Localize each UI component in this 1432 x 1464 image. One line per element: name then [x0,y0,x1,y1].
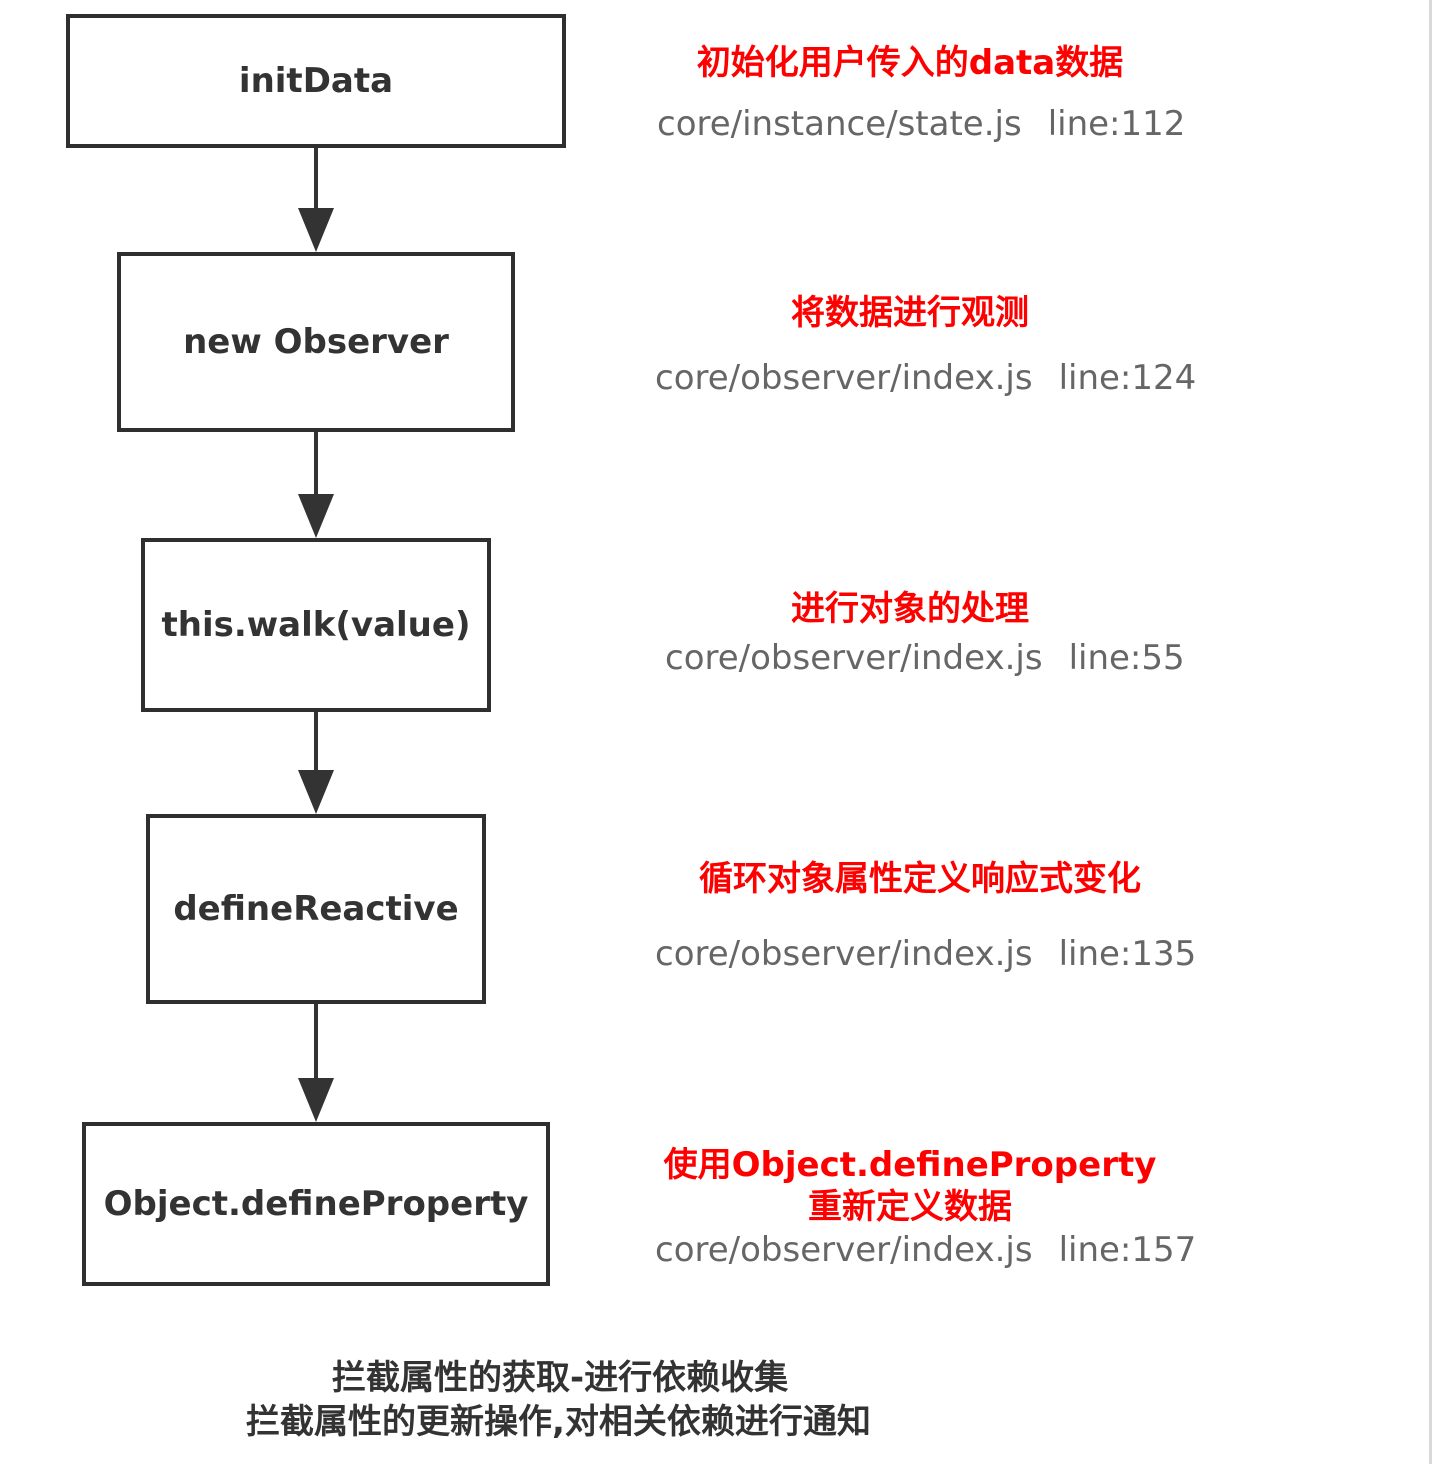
step-box-walk: this.walk(value) [141,538,491,712]
file-path: core/observer/index.js [665,638,1043,678]
file-path: core/observer/index.js [655,358,1033,398]
line-number: line:157 [1058,1230,1197,1270]
arrow-1-head [298,208,334,252]
note-title-5: 使用Object.defineProperty 重新定义数据 [640,1144,1180,1228]
note-line: 初始化用户传入的data数据 [696,43,1124,83]
file-path: core/observer/index.js [655,934,1033,974]
step-box-initdata: initData [66,14,566,148]
note-title-4: 循环对象属性定义响应式变化 [640,858,1200,900]
note-title-2: 将数据进行观测 [660,292,1160,334]
file-path: core/instance/state.js [657,104,1022,144]
step-label: initData [238,61,394,101]
arrow-2-head [298,494,334,538]
step-box-new-observer: new Observer [117,252,515,432]
step-label: defineReactive [173,889,459,929]
step-box-define-reactive: defineReactive [146,814,486,1004]
note-path-1: core/instance/state.js line:112 [657,104,1185,144]
step-label: Object.defineProperty [103,1184,529,1224]
footer-note-2: 拦截属性的更新操作,对相关依赖进行通知 [246,1402,871,1442]
note-line: 将数据进行观测 [791,293,1029,333]
note-line: 重新定义数据 [808,1187,1012,1227]
line-number: line:55 [1068,638,1185,678]
file-path: core/observer/index.js [655,1230,1033,1270]
arrow-4-head [298,1078,334,1122]
step-box-object-define-property: Object.defineProperty [82,1122,550,1286]
note-path-4: core/observer/index.js line:135 [655,934,1196,974]
note-title-3: 进行对象的处理 [660,588,1160,630]
step-label: new Observer [183,322,449,362]
line-number: line:135 [1058,934,1197,974]
note-title-1: 初始化用户传入的data数据 [660,42,1160,84]
note-path-3: core/observer/index.js line:55 [665,638,1185,678]
line-number: line:112 [1047,104,1186,144]
note-line: 进行对象的处理 [791,589,1029,629]
line-number: line:124 [1058,358,1197,398]
note-path-5: core/observer/index.js line:157 [655,1230,1196,1270]
step-label: this.walk(value) [161,605,471,645]
note-line: 循环对象属性定义响应式变化 [699,859,1141,899]
note-line: 使用Object.defineProperty [663,1145,1157,1185]
arrow-3-head [298,770,334,814]
note-path-2: core/observer/index.js line:124 [655,358,1196,398]
page-right-border [1429,0,1432,1464]
footer-note-1: 拦截属性的获取-进行依赖收集 [332,1358,789,1398]
